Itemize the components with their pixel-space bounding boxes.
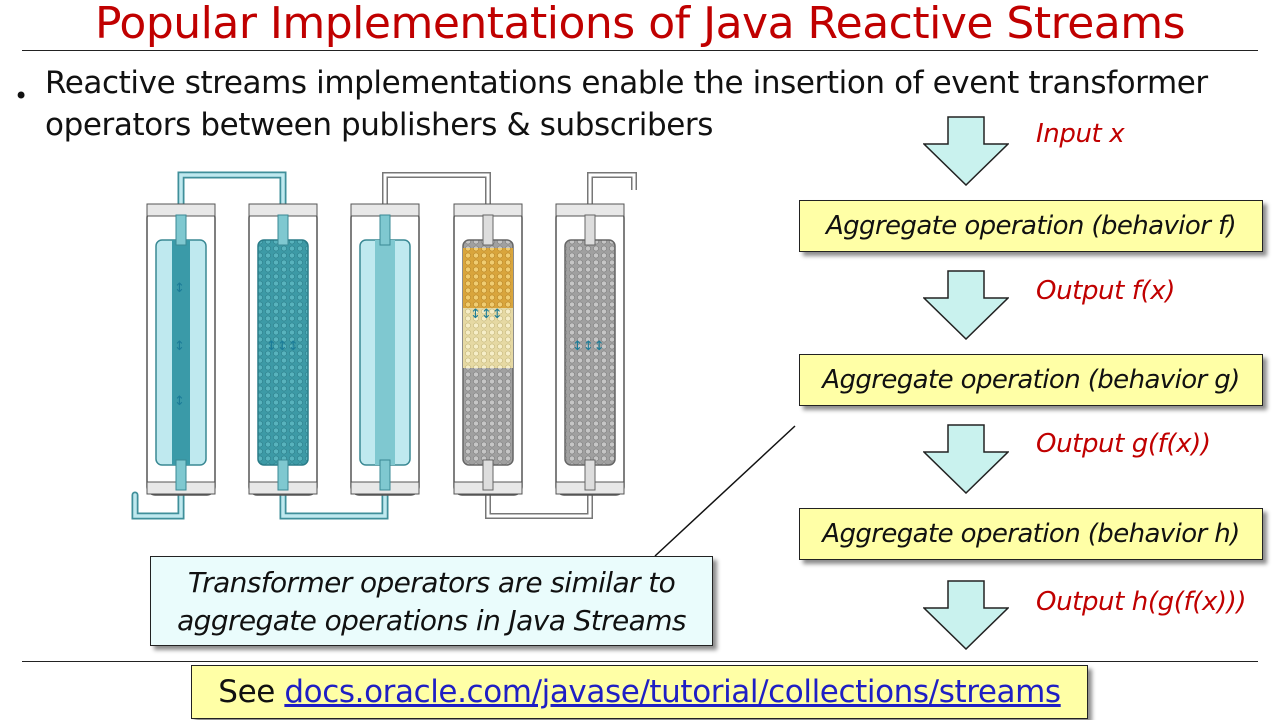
aggregate-operation-g-box: Aggregate operation (behavior g): [799, 354, 1263, 406]
aggregate-operation-h-box: Aggregate operation (behavior h): [799, 508, 1263, 560]
footer-divider: [22, 661, 1258, 662]
down-arrow-icon: [923, 116, 1009, 186]
aggregate-operation-f-box: Aggregate operation (behavior f): [799, 200, 1263, 252]
callout-box: Transformer operators are similar to agg…: [150, 556, 713, 646]
output-h-label: Output h(g(f(x))): [1036, 587, 1247, 617]
down-arrow-icon: [923, 270, 1009, 340]
svg-text:↕↕↕: ↕↕↕: [572, 339, 605, 354]
callout-line-2: aggregate operations in Java Streams: [177, 604, 686, 637]
bullet-marker: •: [14, 82, 29, 110]
title-divider: [22, 50, 1258, 51]
svg-text:↕↕↕: ↕↕↕: [266, 339, 299, 354]
down-arrow-icon: [923, 424, 1009, 494]
bullet-text: Reactive streams implementations enable …: [45, 65, 1208, 143]
callout-leader-line: [654, 425, 796, 557]
svg-text:↕: ↕: [174, 339, 185, 354]
slide-title: Popular Implementations of Java Reactive…: [94, 0, 1186, 49]
output-g-label: Output g(f(x)): [1036, 429, 1211, 459]
callout-line-1: Transformer operators are similar to: [187, 566, 676, 599]
output-f-label: Output f(x): [1036, 276, 1176, 306]
reference-prefix: See: [218, 674, 285, 710]
down-arrow-icon: [923, 580, 1009, 650]
reference-box: See docs.oracle.com/javase/tutorial/coll…: [191, 665, 1088, 719]
svg-text:↕: ↕: [174, 394, 185, 409]
svg-text:↕↕↕: ↕↕↕: [470, 307, 503, 322]
docs-oracle-link[interactable]: docs.oracle.com/javase/tutorial/collecti…: [284, 674, 1061, 710]
svg-text:↕: ↕: [174, 281, 185, 296]
input-label: Input x: [1036, 119, 1125, 149]
